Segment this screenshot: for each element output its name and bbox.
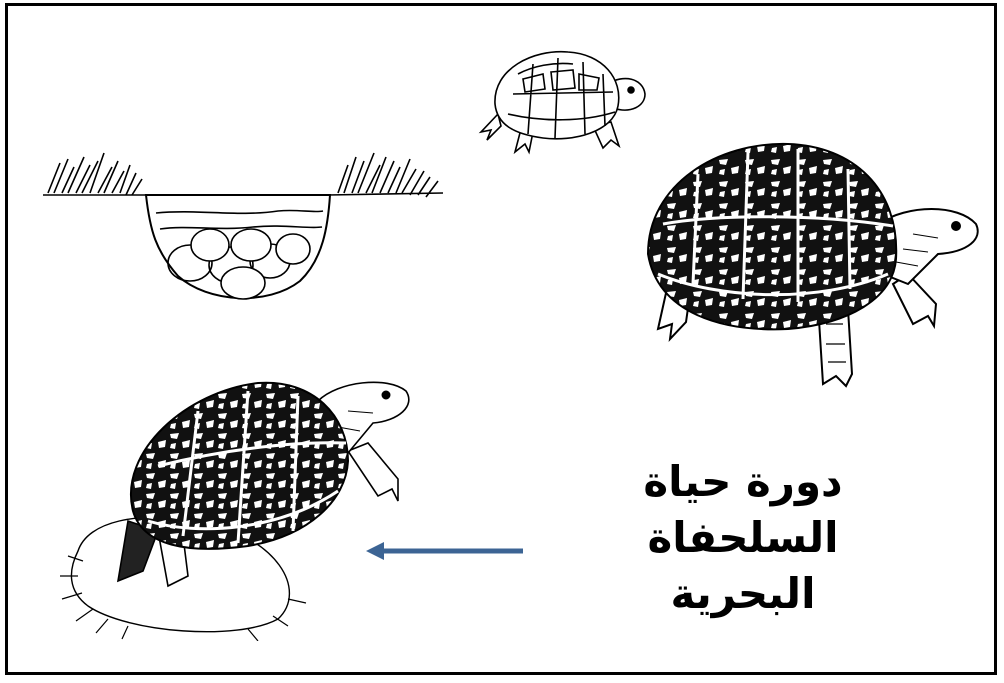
hatchling-turtle-illustration	[473, 44, 653, 159]
egg-nest-illustration	[38, 131, 458, 316]
diagram-title: دورة حياة السلحفاة البحرية	[568, 454, 918, 622]
direction-arrow	[358, 536, 528, 566]
nesting-turtle-illustration	[48, 371, 428, 641]
title-line-2: السلحفاة البحرية	[568, 510, 918, 622]
diagram-frame: دورة حياة السلحفاة البحرية	[5, 3, 997, 675]
adult-turtle-illustration	[638, 134, 988, 404]
title-line-1: دورة حياة	[568, 454, 918, 510]
